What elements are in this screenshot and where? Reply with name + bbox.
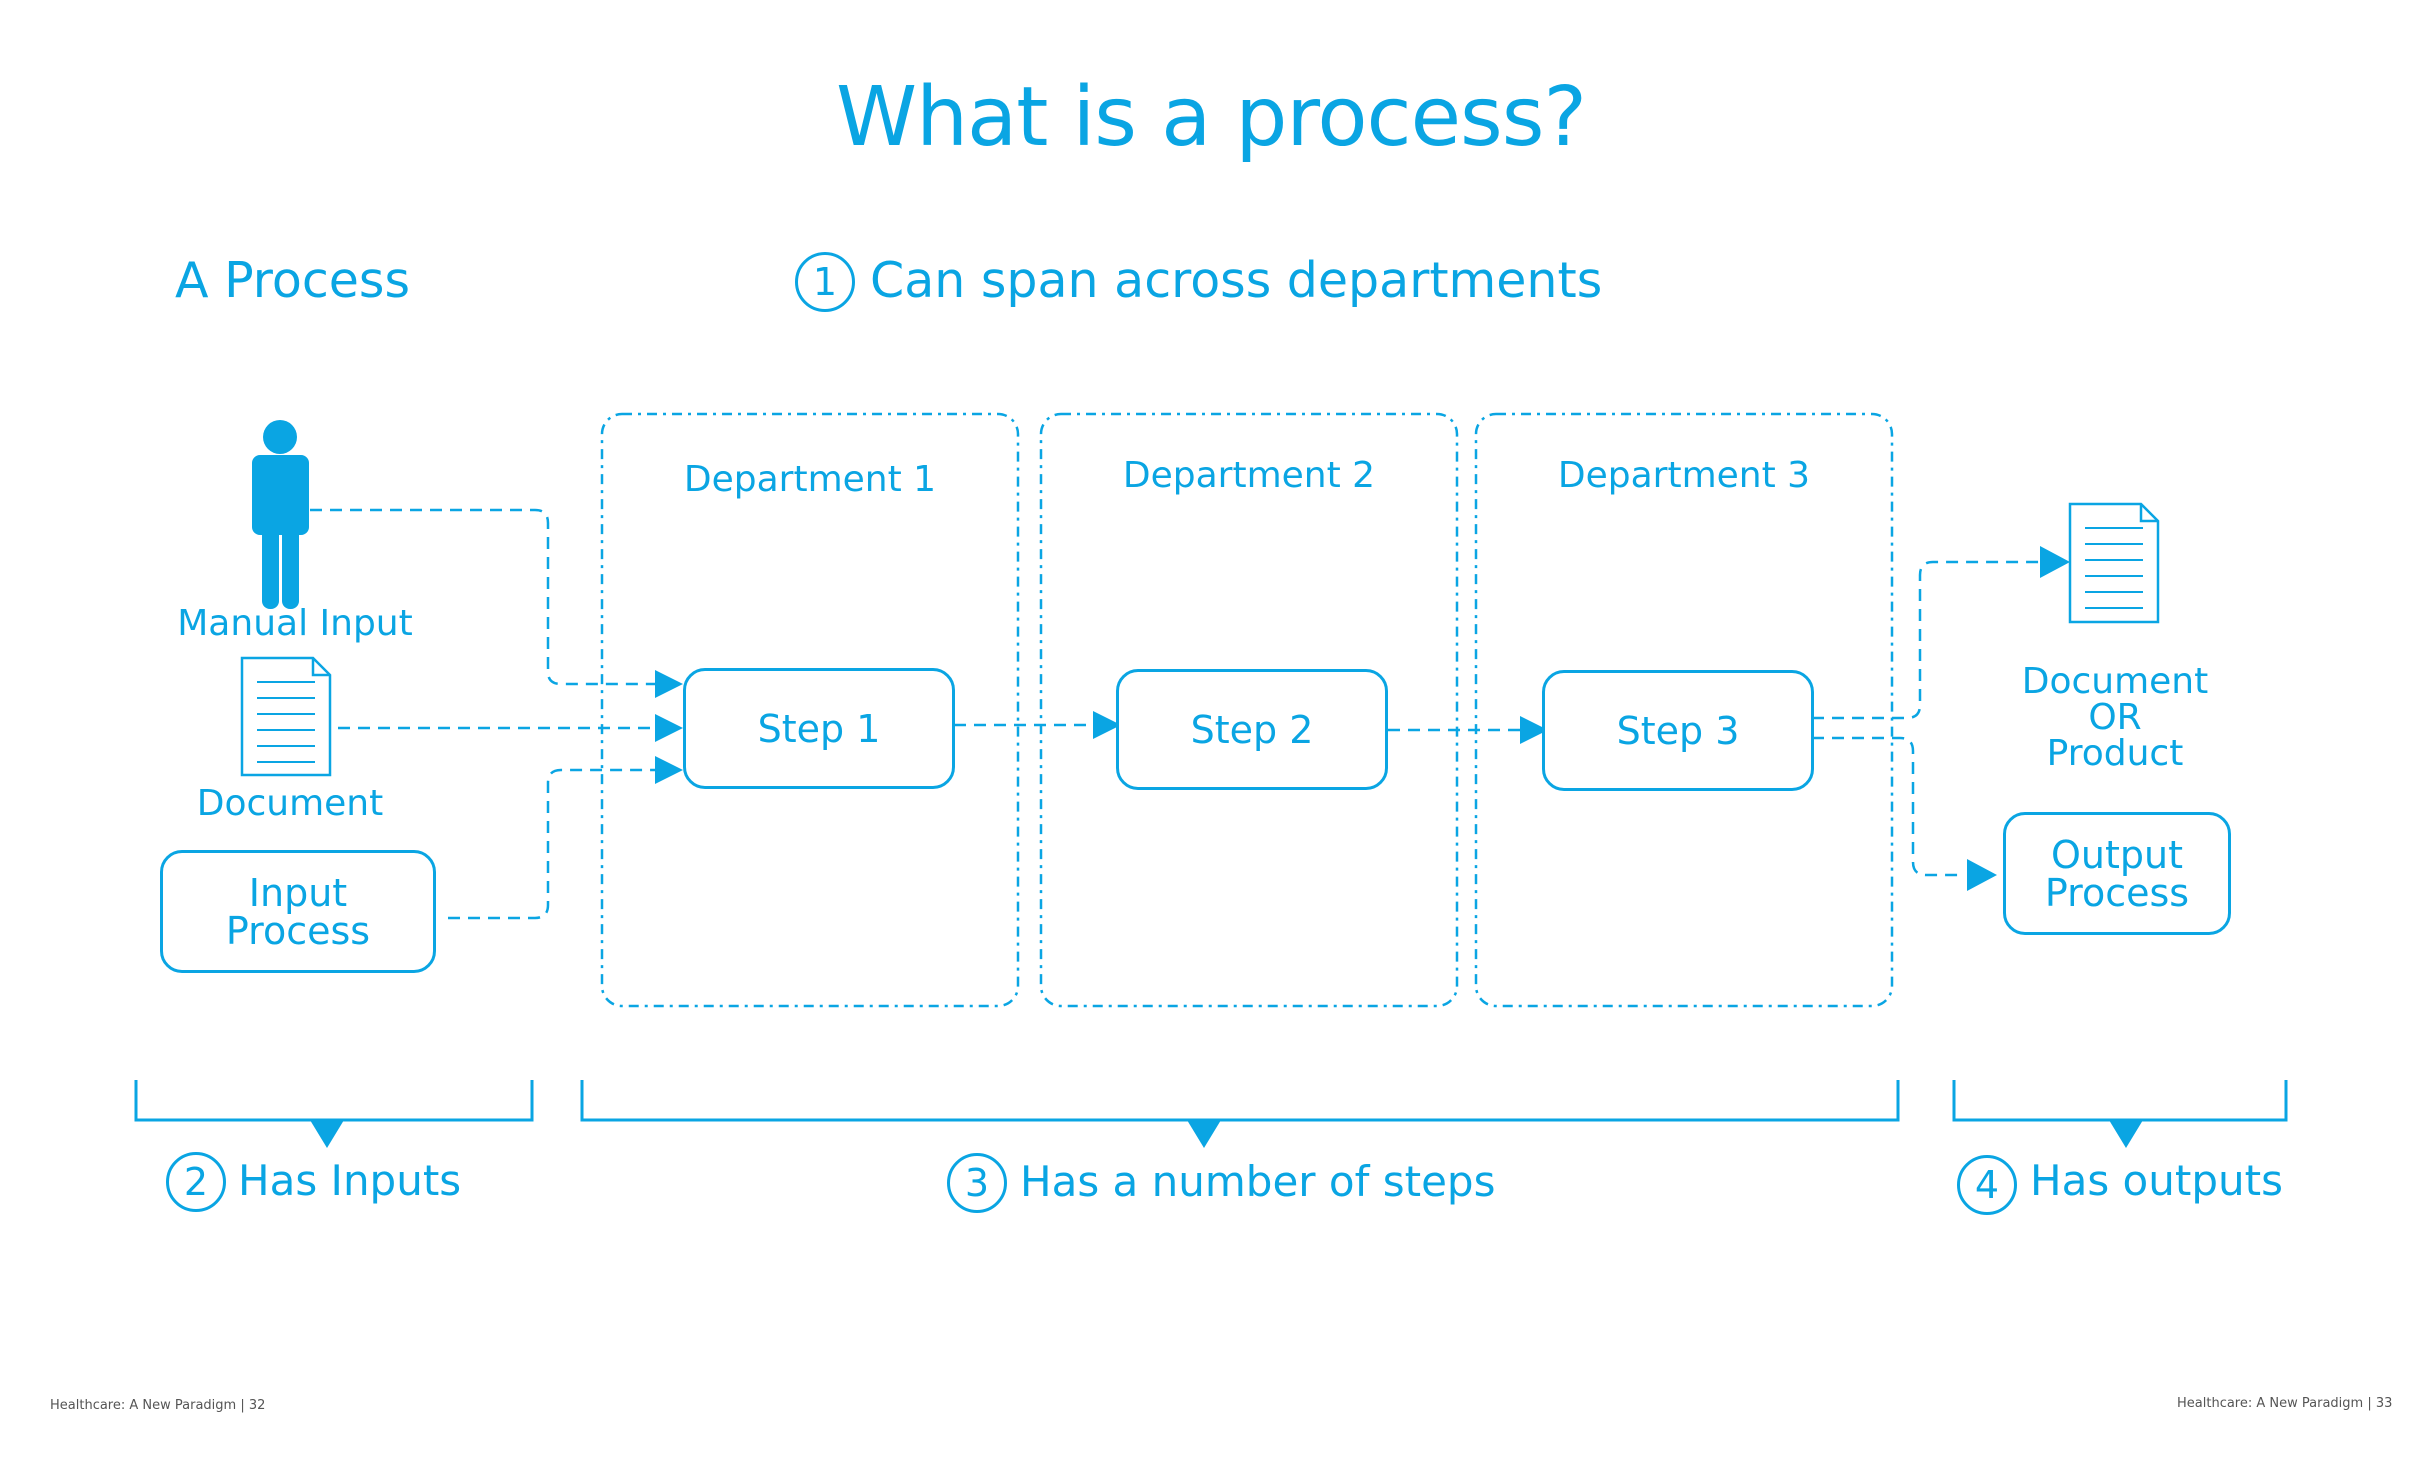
person-icon	[252, 420, 309, 609]
output-process-label: Output Process	[2044, 832, 2190, 915]
step-2-box: Step 2	[1116, 669, 1388, 790]
point-text-4: Has outputs	[2030, 1156, 2283, 1205]
point-text-3: Has a number of steps	[1020, 1157, 1496, 1206]
point-number-3: 3	[947, 1153, 1007, 1213]
step-3-box: Step 3	[1542, 670, 1814, 791]
arrowhead-output-process	[1967, 859, 1997, 891]
arrowhead-manual	[655, 670, 683, 698]
document-icon-output	[2068, 502, 2160, 624]
arrowhead-step3	[1520, 716, 1548, 744]
arrowhead-document	[655, 714, 683, 742]
input-process-box: Input Process	[160, 850, 436, 973]
document-or-product-label: Document OR Product	[2021, 661, 2209, 774]
document-input-label: Document	[196, 783, 384, 824]
bracket-steps	[580, 1080, 1900, 1122]
arrowhead-output-document	[2040, 546, 2070, 578]
footer-left: Healthcare: A New Paradigm | 32	[50, 1398, 266, 1413]
department-2-container	[1039, 412, 1459, 1008]
department-3-label: Department 3	[1557, 455, 1811, 496]
step-2-label: Step 2	[1190, 707, 1314, 752]
bracket-outputs-pointer	[2109, 1120, 2143, 1148]
footer-right: Healthcare: A New Paradigm | 33	[2177, 1396, 2393, 1411]
output-document-connector	[1812, 560, 2045, 720]
point-number-4: 4	[1957, 1155, 2017, 1215]
department-3-container	[1474, 412, 1894, 1008]
step-1-label: Step 1	[757, 706, 881, 751]
department-1-container	[600, 412, 1020, 1008]
bracket-inputs-pointer	[310, 1120, 344, 1148]
bracket-inputs	[134, 1080, 534, 1122]
manual-input-label: Manual Input	[177, 603, 413, 644]
document-icon-input	[240, 656, 332, 777]
input-process-connector	[448, 768, 655, 920]
arrowhead-step2	[1093, 711, 1121, 739]
output-process-box: Output Process	[2003, 812, 2231, 935]
step-1-box: Step 1	[683, 668, 955, 789]
point-text-2: Has Inputs	[238, 1156, 462, 1205]
bracket-steps-pointer	[1187, 1120, 1221, 1148]
bracket-outputs	[1952, 1080, 2288, 1122]
step-3-label: Step 3	[1616, 708, 1740, 753]
manual-input-connector	[310, 508, 655, 686]
point-number-1: 1	[795, 252, 855, 312]
arrowhead-input-process	[655, 756, 683, 784]
output-process-connector	[1812, 736, 1965, 877]
input-process-label: Input Process	[225, 870, 371, 953]
point-number-2: 2	[166, 1152, 226, 1212]
department-2-label: Department 2	[1122, 455, 1376, 496]
section-heading-a-process: A Process	[175, 252, 410, 309]
point-text-1: Can span across departments	[870, 252, 1603, 309]
department-1-label: Department 1	[683, 459, 937, 500]
page-title: What is a process?	[835, 70, 1587, 165]
